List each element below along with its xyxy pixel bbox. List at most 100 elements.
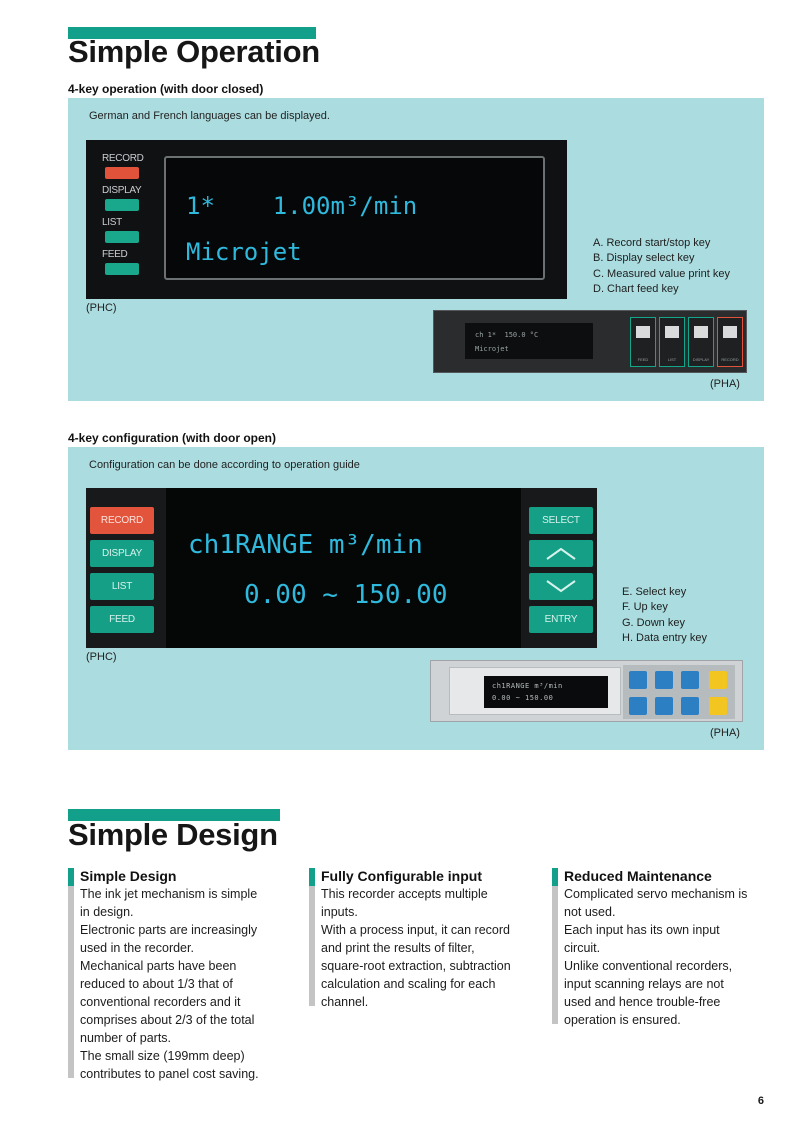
pha-display-bezel: ch1RANGE m³/min 0.00 ~ 150.00 <box>449 667 621 715</box>
open-lcd-line-2: 0.00 ~ 150.00 <box>244 580 448 610</box>
column-line: number of parts. <box>80 1031 172 1045</box>
subheading-door-open: 4-key configuration (with door open) <box>68 431 276 445</box>
open-list-key[interactable]: LIST <box>90 573 154 600</box>
page-number: 6 <box>757 1095 764 1107</box>
key-item-h: H. Data entry key <box>622 632 707 645</box>
feed-key[interactable] <box>105 263 139 275</box>
phc-caption-open: (PHC) <box>86 651 117 663</box>
section-title-design: Simple Design <box>68 817 278 852</box>
pha-keypad-key-3[interactable] <box>681 671 699 689</box>
open-record-key[interactable]: RECORD <box>90 507 154 534</box>
section-title-operation: Simple Operation <box>68 34 320 69</box>
key-item-f: F. Up key <box>622 601 668 614</box>
pha-record-key-label: RECORD <box>721 357 739 362</box>
phc-front-panel-closed: RECORD DISPLAY LIST FEED 1* 1.00m³/min M… <box>86 140 567 299</box>
phc-caption-closed: (PHC) <box>86 302 117 314</box>
column-heading: Simple Design <box>80 868 177 884</box>
column-heading: Fully Configurable input <box>321 868 482 884</box>
column-line: Electronic parts are increasingly <box>80 923 258 937</box>
column-heading: Reduced Maintenance <box>564 868 712 884</box>
column-line: Each input has its own input <box>564 923 720 937</box>
door-closed-note: German and French languages can be displ… <box>89 110 330 122</box>
select-key[interactable]: SELECT <box>529 507 593 534</box>
column-line: input scanning relays are not <box>564 977 724 991</box>
section-accent-bar <box>68 27 316 39</box>
pha-display-key[interactable]: DISPLAY <box>688 317 714 367</box>
pha-list-key[interactable]: LIST <box>659 317 685 367</box>
column-line: not used. <box>564 905 616 919</box>
record-key-label: RECORD <box>102 153 144 164</box>
up-key[interactable] <box>529 540 593 567</box>
down-key[interactable] <box>529 573 593 600</box>
lcd-line-2: Microjet <box>186 238 302 266</box>
pha-keypad <box>623 665 735 719</box>
door-open-note: Configuration can be done according to o… <box>89 459 360 471</box>
key-list-closed: A. Record start/stop key B. Display sele… <box>593 236 730 298</box>
column-line: reduced to about 1/3 that of <box>80 977 233 991</box>
pha-list-key-label: LIST <box>667 357 677 362</box>
pha-keypad-key-1[interactable] <box>629 671 647 689</box>
record-key[interactable] <box>105 167 139 179</box>
open-lcd-display: ch1RANGE m³/min 0.00 ~ 150.00 <box>166 488 521 648</box>
pha-caption-open: (PHA) <box>710 727 740 739</box>
column-line: used in the recorder. <box>80 941 194 955</box>
pha-lcd-line-2: Microjet <box>475 345 509 353</box>
column-line: The small size (199mm deep) <box>80 1049 245 1063</box>
pha-open-lcd-line-1: ch1RANGE m³/min <box>492 682 563 690</box>
column-line: inputs. <box>321 905 358 919</box>
column-line: and print the results of filter, <box>321 941 475 955</box>
key-item-g: G. Down key <box>622 616 685 629</box>
pha-lcd-line-1: ch 1* 150.0 °C <box>475 331 539 339</box>
pha-keypad-key-7[interactable] <box>681 697 699 715</box>
feed-key-label: FEED <box>102 249 128 260</box>
column-line: in design. <box>80 905 134 919</box>
display-key[interactable] <box>105 199 139 211</box>
column-line: channel. <box>321 995 369 1009</box>
column-line: Unlike conventional recorders, <box>564 959 733 973</box>
column-line: Mechanical parts have been <box>80 959 237 973</box>
pha-keypad-key-2[interactable] <box>655 671 673 689</box>
pha-keypad-key-8[interactable] <box>709 697 727 715</box>
column-line: This recorder accepts multiple <box>321 887 488 901</box>
key-item-b: B. Display select key <box>593 252 695 265</box>
pha-front-panel-closed: ch 1* 150.0 °C Microjet FEED LIST DISPLA… <box>433 310 747 373</box>
column-line: The ink jet mechanism is simple <box>80 887 258 901</box>
entry-key[interactable]: ENTRY <box>529 606 593 633</box>
pha-lcd-display: ch 1* 150.0 °C Microjet <box>465 323 593 359</box>
column-line: comprises about 2/3 of the total <box>80 1013 255 1027</box>
subheading-door-closed: 4-key operation (with door closed) <box>68 82 264 96</box>
open-display-key[interactable]: DISPLAY <box>90 540 154 567</box>
column-line: conventional recorders and it <box>80 995 241 1009</box>
column-line: calculation and scaling for each <box>321 977 496 991</box>
key-item-a: A. Record start/stop key <box>593 237 711 249</box>
open-lcd-line-1: ch1RANGE m³/min <box>188 530 423 560</box>
pha-front-panel-open: ch1RANGE m³/min 0.00 ~ 150.00 <box>430 660 743 722</box>
pha-feed-key[interactable]: FEED <box>630 317 656 367</box>
pha-keypad-key-6[interactable] <box>655 697 673 715</box>
list-key-label: LIST <box>102 217 122 228</box>
pha-open-lcd-line-2: 0.00 ~ 150.00 <box>492 694 554 702</box>
design-column-input: Fully Configurable input This recorder a… <box>309 866 519 1011</box>
open-feed-key[interactable]: FEED <box>90 606 154 633</box>
key-item-c: C. Measured value print key <box>593 267 730 280</box>
column-line: Complicated servo mechanism is <box>564 887 748 901</box>
phc-lcd-display: 1* 1.00m³/min Microjet <box>164 156 545 280</box>
list-key[interactable] <box>105 231 139 243</box>
column-line: used and hence trouble-free <box>564 995 721 1009</box>
pha-keypad-key-5[interactable] <box>629 697 647 715</box>
chevron-down-icon <box>546 580 576 593</box>
design-column-simple: Simple Design The ink jet mechanism is s… <box>68 866 278 1083</box>
pha-feed-key-label: FEED <box>637 357 649 362</box>
display-key-label: DISPLAY <box>102 185 142 196</box>
pha-caption-closed: (PHA) <box>710 378 740 390</box>
chevron-up-icon <box>546 547 576 560</box>
column-line: operation is ensured. <box>564 1013 681 1027</box>
key-list-open: E. Select key F. Up key G. Down key H. D… <box>622 585 707 647</box>
phc-front-panel-open: RECORD DISPLAY LIST FEED ch1RANGE m³/min… <box>86 488 597 648</box>
pha-record-key[interactable]: RECORD <box>717 317 743 367</box>
lcd-line-1: 1* 1.00m³/min <box>186 192 418 220</box>
pha-keypad-key-4[interactable] <box>709 671 727 689</box>
column-line: With a process input, it can record <box>321 923 510 937</box>
key-item-d: D. Chart feed key <box>593 283 679 296</box>
design-column-maintenance: Reduced Maintenance Complicated servo me… <box>552 866 762 1029</box>
